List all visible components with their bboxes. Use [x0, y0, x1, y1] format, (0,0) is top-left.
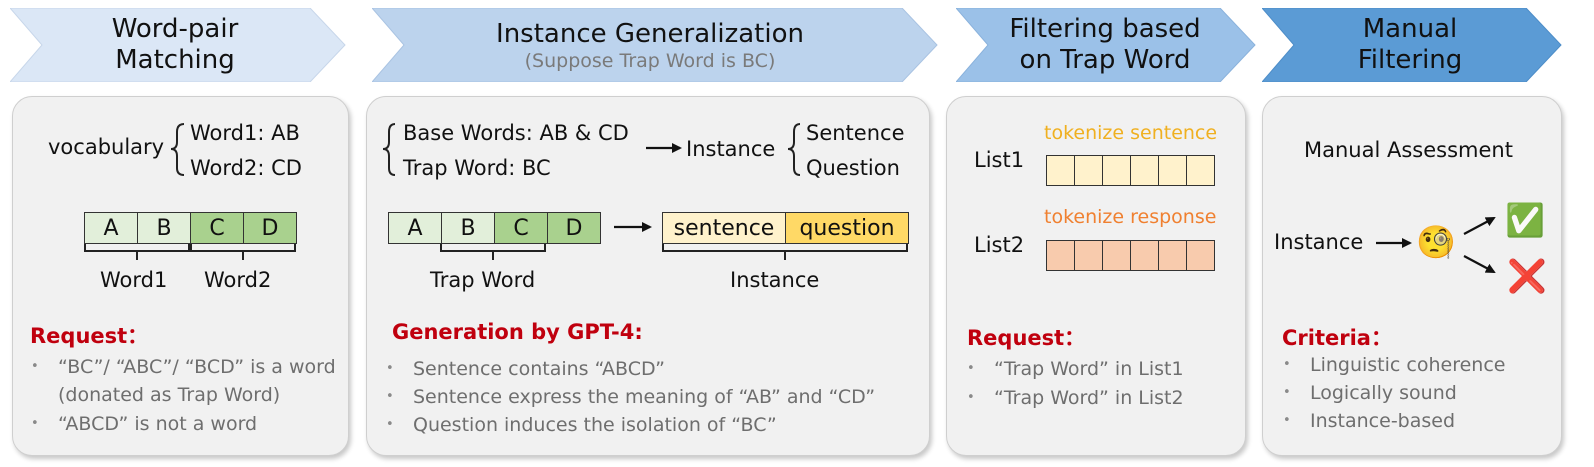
- bullet-item: “Trap Word” in List1: [967, 358, 1184, 380]
- letter-cell-d: D: [244, 213, 296, 243]
- stage-arrow-1: [10, 8, 346, 82]
- word2-bracket: [190, 244, 296, 260]
- trap-word-line: Trap Word: BC: [403, 156, 551, 180]
- bullet-item: Instance-based: [1283, 410, 1455, 432]
- stage-title-line: Filtering: [1357, 45, 1463, 75]
- letter-cell-a: A: [85, 213, 138, 243]
- stage-subtitle: (Suppose Trap Word is BC): [524, 49, 776, 72]
- request-heading-1: Request：: [30, 324, 149, 348]
- token-cell: [1187, 156, 1214, 185]
- letter-cell-c: C: [495, 213, 548, 243]
- stage-title-4: Manual Filtering: [1290, 8, 1530, 82]
- instance-boxes: sentence question: [662, 212, 909, 244]
- question-label: Question: [806, 156, 900, 180]
- base-words-line: Base Words: AB & CD: [403, 121, 629, 145]
- stage-title-line: Filtering based: [1009, 14, 1201, 44]
- stage-title-line: Word-pair: [111, 14, 239, 44]
- token-cell: [1075, 241, 1103, 270]
- bullet-item: Logically sound: [1283, 382, 1457, 404]
- panel-word-pair-matching: [12, 96, 349, 456]
- word-pair-cells: A B C D: [84, 212, 297, 244]
- stage-title-3: Filtering based on Trap Word: [985, 8, 1225, 82]
- list1-label: List1: [974, 148, 1025, 172]
- stage-title-line: Matching: [115, 45, 235, 75]
- tokenize-response-label: tokenize response: [1044, 206, 1217, 228]
- stage-title-line: Instance Generalization: [496, 18, 804, 49]
- request-heading-3: Request：: [967, 326, 1086, 350]
- stage-title-line: on Trap Word: [1019, 45, 1191, 75]
- word1-bracket: [84, 244, 190, 260]
- word1-label: Word1: [100, 268, 168, 292]
- letter-cell-a: A: [389, 213, 442, 243]
- letter-cell-d: D: [548, 213, 600, 243]
- token-cell: [1187, 241, 1214, 270]
- letter-cell-b: B: [138, 213, 191, 243]
- generation-heading: Generation by GPT-4:: [392, 320, 643, 344]
- list2-token-cells: [1046, 240, 1215, 271]
- bullet-item: Sentence express the meaning of “AB” and…: [386, 386, 875, 408]
- token-cell: [1047, 241, 1075, 270]
- sentence-box: sentence: [663, 213, 786, 243]
- question-box: question: [786, 213, 908, 243]
- bullet-item: “BC”/ “ABC”/ “BCD” is a word: [31, 356, 336, 378]
- bullet-item: Linguistic coherence: [1283, 354, 1506, 376]
- stage-arrow-4: [1262, 8, 1562, 82]
- word1-definition: Word1: AB: [190, 121, 300, 145]
- check-icon: ✅: [1505, 201, 1545, 239]
- stage-title-1: Word-pair Matching: [40, 8, 310, 82]
- instance-label-top: Instance: [686, 137, 776, 161]
- trap-word-bracket: [440, 244, 546, 260]
- base-trap-brace: [382, 123, 396, 176]
- sentence-question-brace: [787, 123, 801, 176]
- token-cell: [1131, 241, 1159, 270]
- token-cell: [1103, 156, 1131, 185]
- trap-word-label: Trap Word: [430, 268, 536, 292]
- instance-label-bottom: Instance: [730, 268, 820, 292]
- arrow-to-check: [1463, 217, 1496, 235]
- token-cell: [1131, 156, 1159, 185]
- sentence-label: Sentence: [806, 121, 905, 145]
- stage-arrow-3: [956, 8, 1256, 82]
- stage-title-2: Instance Generalization (Suppose Trap Wo…: [400, 8, 900, 82]
- stage-arrow-2: [372, 8, 938, 82]
- token-cell: [1159, 241, 1187, 270]
- bullet-item: “Trap Word” in List2: [967, 387, 1184, 409]
- instance-label-manual: Instance: [1274, 230, 1364, 254]
- word2-label: Word2: [204, 268, 272, 292]
- list2-label: List2: [974, 233, 1025, 257]
- trap-word-cells: A B C D: [388, 212, 601, 244]
- word2-definition: Word2: CD: [190, 156, 302, 180]
- thinking-face-icon: 🧐: [1416, 223, 1456, 261]
- instance-bracket: [662, 244, 908, 260]
- bullet-item: Sentence contains “ABCD”: [386, 358, 665, 380]
- letter-cell-c: C: [191, 213, 244, 243]
- cross-icon: ❌: [1507, 257, 1547, 295]
- token-cell: [1075, 156, 1103, 185]
- bullet-item: Question induces the isolation of “BC”: [386, 414, 777, 436]
- manual-assessment-label: Manual Assessment: [1304, 138, 1513, 162]
- bullet-item: “ABCD” is not a word: [31, 413, 257, 435]
- token-cell: [1047, 156, 1075, 185]
- criteria-heading: Criteria：: [1282, 326, 1392, 350]
- letter-cell-b: B: [442, 213, 495, 243]
- token-cell: [1159, 156, 1187, 185]
- vocabulary-brace: [170, 123, 185, 176]
- list1-token-cells: [1046, 155, 1215, 186]
- vocabulary-label: vocabulary: [48, 135, 165, 159]
- stage-title-line: Manual: [1362, 14, 1458, 44]
- tokenize-sentence-label: tokenize sentence: [1044, 122, 1218, 144]
- bullet-item-continuation: (donated as Trap Word): [58, 384, 281, 406]
- token-cell: [1103, 241, 1131, 270]
- arrow-to-cross: [1463, 255, 1496, 273]
